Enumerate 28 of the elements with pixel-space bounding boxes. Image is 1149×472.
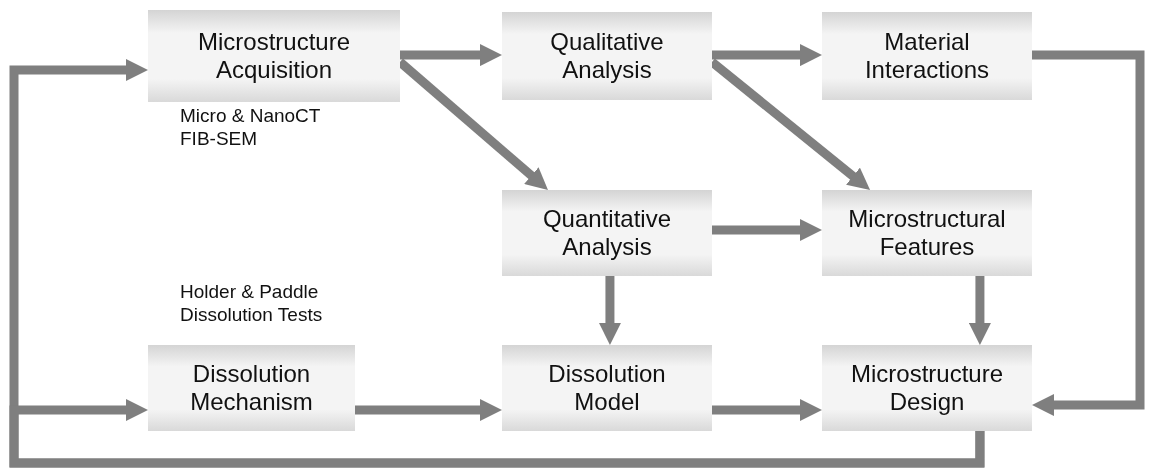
annotation-text: FIB-SEM bbox=[180, 127, 258, 150]
process-box bbox=[148, 10, 400, 102]
process-box bbox=[502, 345, 712, 431]
process-box bbox=[822, 345, 1032, 431]
arrow bbox=[968, 276, 991, 345]
process-box bbox=[502, 12, 712, 100]
arrow bbox=[712, 219, 822, 241]
arrow bbox=[9, 399, 985, 468]
process-box bbox=[822, 12, 1032, 100]
box-label: Microstructure Acquisition bbox=[197, 28, 351, 84]
box-label: Microstructural Features bbox=[847, 205, 1007, 261]
arrow bbox=[598, 276, 621, 345]
arrow bbox=[355, 399, 502, 421]
box-label: Dissolution Model bbox=[547, 360, 667, 416]
annotation-text: Micro & NanoCT bbox=[180, 104, 321, 127]
process-box bbox=[502, 190, 712, 276]
arrow bbox=[712, 44, 822, 67]
box-label: Microstructure Design bbox=[850, 360, 1004, 416]
arrow bbox=[400, 44, 502, 67]
box-label: Quantitative Analysis bbox=[541, 205, 673, 261]
arrow bbox=[1032, 50, 1145, 417]
annotation-text: Holder & Paddle Dissolution Tests bbox=[180, 280, 324, 326]
process-box bbox=[148, 345, 355, 431]
box-label: Dissolution Mechanism bbox=[189, 360, 314, 416]
process-box bbox=[822, 190, 1032, 276]
arrow bbox=[712, 399, 822, 421]
box-label: Qualitative Analysis bbox=[549, 28, 665, 84]
box-label: Material Interactions bbox=[863, 28, 991, 84]
